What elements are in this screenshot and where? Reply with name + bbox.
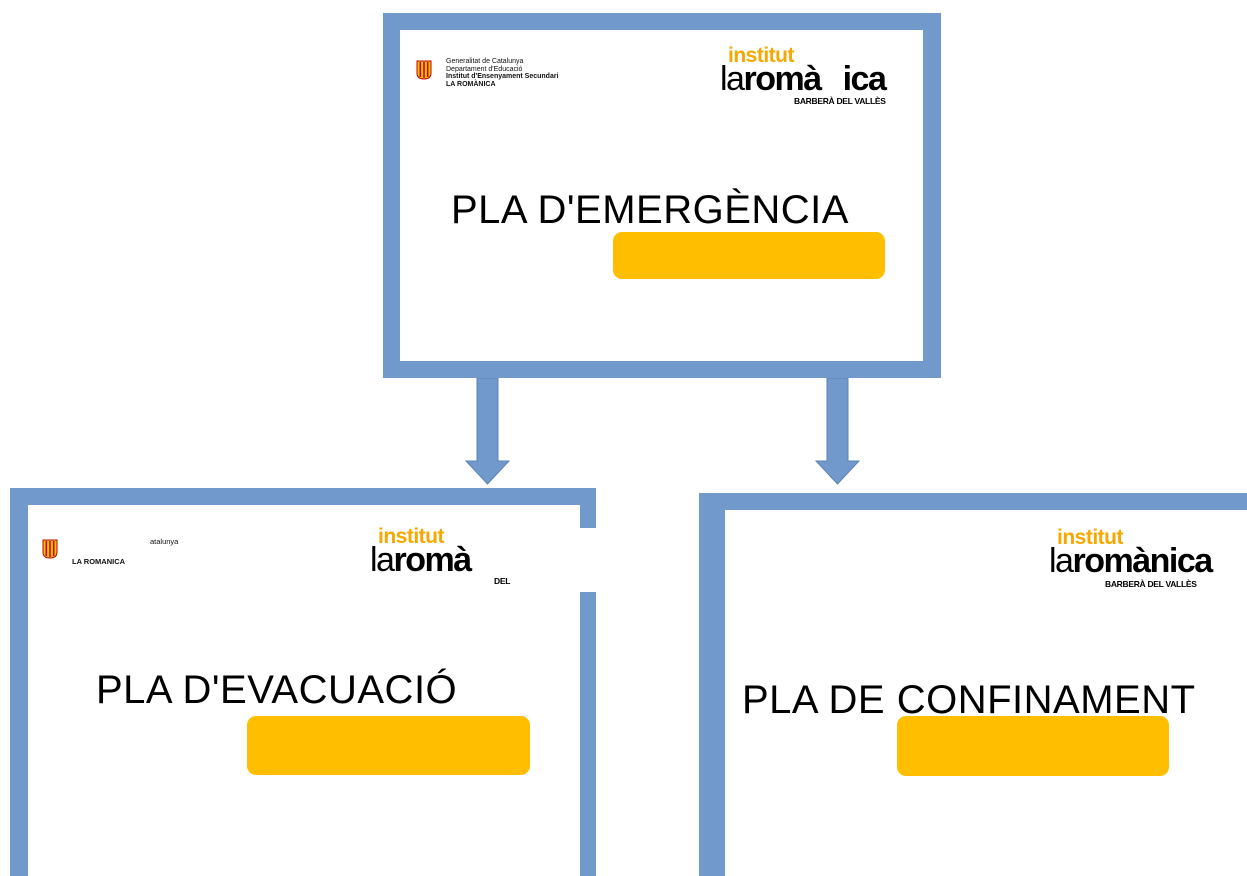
logo-la: la — [720, 60, 745, 98]
logo-la: la — [1049, 542, 1074, 580]
highlight-box — [247, 716, 530, 775]
logo-laromanica: laromànica — [1049, 542, 1213, 580]
logo-institut: institut — [728, 44, 794, 67]
evacuation-plan-title: PLA D'EVACUACIÓ — [96, 668, 458, 712]
catalan-seal-icon — [42, 539, 58, 559]
logo-laromanica: laromà — [370, 541, 472, 579]
down-arrow-icon — [815, 378, 861, 485]
logo-ica: ica — [842, 60, 887, 98]
header-fragment: atalunya — [150, 537, 179, 546]
logo-roma: romà — [743, 60, 822, 98]
header-school: LA ROMANICA — [72, 557, 126, 566]
logo-institut: institut — [378, 525, 444, 548]
lockdown-plan-title: PLA DE CONFINAMENT — [742, 678, 1196, 722]
header-line: LA ROMÀNICA — [446, 80, 496, 88]
header-line: Institut d'Ensenyament Secundari — [446, 73, 559, 80]
down-arrow-icon — [465, 378, 511, 485]
logo-institut: institut — [1057, 526, 1123, 549]
logo-roma: romà — [393, 541, 472, 579]
header-line: Departament d'Educació — [446, 65, 523, 73]
emergency-plan-title: PLA D'EMERGÈNCIA — [451, 188, 849, 232]
logo-location: BARBERÀ DEL VALLÈS — [794, 96, 886, 106]
logo-la: la — [370, 541, 395, 579]
institution-header: Generalitat de Catalunya Departament d'E… — [446, 58, 559, 88]
logo-location: DEL — [494, 576, 511, 586]
logo-location: BARBERÀ DEL VALLÈS — [1105, 579, 1197, 589]
logo-romanica: romànica — [1072, 542, 1213, 580]
catalan-seal-icon — [416, 60, 432, 80]
highlight-box — [613, 232, 885, 279]
frame-gap — [576, 528, 701, 592]
emergency-plan-card — [383, 13, 941, 378]
header-line: Generalitat de Catalunya — [446, 58, 524, 65]
highlight-box — [897, 716, 1169, 776]
lockdown-plan-card — [699, 493, 1247, 876]
